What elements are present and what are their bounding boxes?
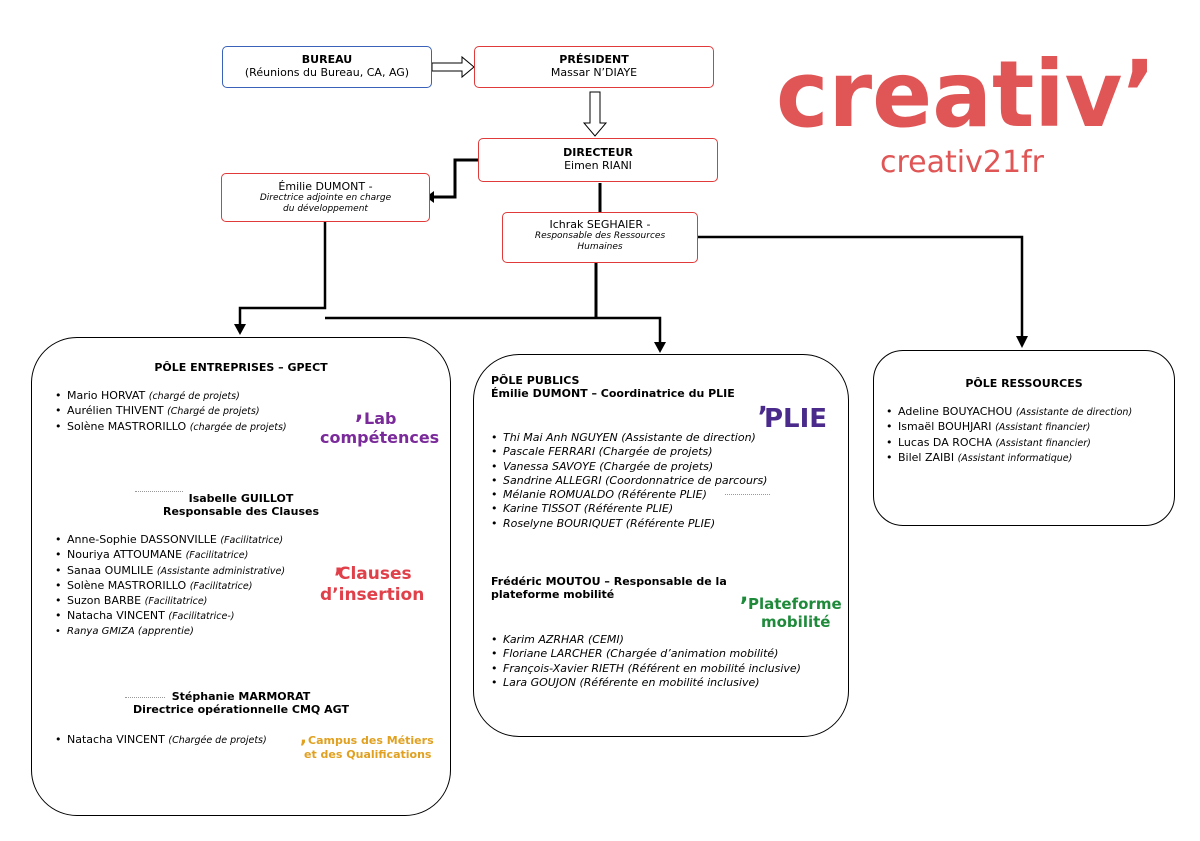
list-item: Mélanie ROMUALDO (Référente PLIE) — [491, 488, 767, 503]
pole-publics-coordinatrice: Émilie DUMONT – Coordinatrice du PLIE — [491, 387, 735, 400]
bureau-title: BUREAU — [301, 53, 353, 66]
plateforme-logo-line1: Plateforme — [748, 595, 842, 613]
pole-ressources-title: PÔLE RESSOURCES — [965, 377, 1083, 390]
list-item: Pascale FERRARI (Chargée de projets) — [491, 445, 767, 460]
guillot-role: Responsable des Clauses — [162, 505, 319, 518]
list-item: Sandrine ALLEGRI (Coordonnatrice de parc… — [491, 474, 767, 489]
list-item: Lucas DA ROCHA (Assistant financier) — [886, 436, 1132, 451]
directeur-name: Eimen RIANI — [564, 159, 632, 172]
divider — [135, 491, 183, 492]
guillot-name: Isabelle GUILLOT — [188, 492, 294, 505]
list-item: Sanaa OUMLILE (Assistante administrative… — [55, 564, 285, 579]
marmorat-role: Directrice opérationnelle CMQ AGT — [133, 703, 349, 716]
directeur-box: DIRECTEUR Eimen RIANI — [478, 138, 718, 182]
list-item: Natacha VINCENT (Facilitatrice-) — [55, 609, 285, 624]
list-item: Thi Mai Anh NGUYEN (Assistante de direct… — [491, 431, 767, 446]
list-item: Adeline BOUYACHOU (Assistante de directi… — [886, 405, 1132, 420]
directeur-title: DIRECTEUR — [563, 146, 633, 159]
brand-site: creativ21fr — [880, 145, 1044, 180]
list-item: Ranya GMIZA (apprentie) — [55, 625, 285, 640]
line-rh-ressources — [698, 235, 1024, 338]
list-item: Ismaël BOUHJARI (Assistant financier) — [886, 420, 1132, 435]
list-item: Solène MASTRORILLO (chargée de projets) — [55, 420, 287, 435]
arrow-president-directeur — [582, 91, 608, 137]
line-directeur-adjointe — [432, 158, 478, 199]
publics-list-2: Karim AZRHAR (CEMI) Floriane LARCHER (Ch… — [491, 633, 801, 690]
list-item: Anne-Sophie DASSONVILLE (Facilitatrice) — [55, 533, 285, 548]
adjointe-name: Émilie DUMONT - — [278, 180, 373, 193]
bureau-box: BUREAU (Réunions du Bureau, CA, AG) — [222, 46, 432, 88]
president-box: PRÉSIDENT Massar N’DIAYE — [474, 46, 714, 88]
list-item: Karim AZRHAR (CEMI) — [491, 633, 801, 648]
list-item: Solène MASTRORILLO (Facilitatrice) — [55, 579, 285, 594]
lab-competences-logo: , Lab compétences — [320, 400, 445, 452]
line-to-publics — [325, 316, 662, 344]
lab-logo-line1: Lab — [364, 409, 397, 428]
list-item: François-Xavier RIETH (Référent en mobil… — [491, 662, 801, 677]
plateforme-mobilite-logo: , Plateforme mobilité — [740, 584, 842, 634]
campus-logo-line2: et des Qualifications — [304, 748, 432, 761]
rh-role-2: Humaines — [577, 242, 623, 252]
list-item: Suzon BARBE (Facilitatrice) — [55, 594, 285, 609]
adjointe-role-1: Directrice adjointe en charge — [259, 193, 392, 203]
list-item: Aurélien THIVENT (Chargé de projets) — [55, 404, 287, 419]
arrow-bureau-president — [431, 55, 475, 79]
adjointe-role-2: du développement — [283, 204, 368, 214]
plie-comma-icon: , — [758, 388, 768, 418]
president-name: Massar N’DIAYE — [550, 66, 638, 79]
plateforme-comma-icon: , — [740, 582, 749, 607]
campus-logo: , Campus des Métiers et des Qualificatio… — [300, 729, 440, 767]
rh-role-1: Responsable des Ressources — [534, 231, 666, 241]
plie-logo-text: PLIE — [764, 404, 828, 434]
rh-name: Ichrak SEGHAIER - — [549, 218, 651, 231]
list-item: Vanessa SAVOYE (Chargée de projets) — [491, 460, 767, 475]
clauses-insertion-logo: , Clauses d’insertion — [318, 552, 438, 608]
rh-box: Ichrak SEGHAIER - Responsable des Ressou… — [502, 212, 698, 263]
president-title: PRÉSIDENT — [559, 53, 629, 66]
list-item: Mario HORVAT (chargé de projets) — [55, 389, 287, 404]
list-item: Bilel ZAIBI (Assistant informatique) — [886, 451, 1132, 466]
divider — [125, 697, 165, 698]
adjointe-box: Émilie DUMONT - Directrice adjointe en c… — [221, 173, 430, 222]
list-item: Nouriya ATTOUMANE (Facilitatrice) — [55, 548, 285, 563]
plie-logo: , PLIE — [758, 390, 828, 434]
bureau-subtitle: (Réunions du Bureau, CA, AG) — [244, 66, 410, 79]
brand-logo: creativ’ — [776, 41, 1176, 148]
pole-entreprises-title: PÔLE ENTREPRISES – GPECT — [154, 361, 328, 374]
entreprises-list-1: Mario HORVAT (chargé de projets) Aurélie… — [55, 389, 287, 435]
list-item: Roselyne BOURIQUET (Référente PLIE) — [491, 517, 767, 532]
entreprises-list-3: Natacha VINCENT (Chargée de projets) — [55, 733, 267, 748]
pole-publics-title: PÔLE PUBLICS — [491, 374, 580, 387]
list-item: Floriane LARCHER (Chargée d’animation mo… — [491, 647, 801, 662]
campus-logo-line1: Campus des Métiers — [308, 734, 434, 747]
moutou-name: Frédéric MOUTOU – Responsable de la — [491, 575, 727, 588]
list-item: Lara GOUJON (Référente en mobilité inclu… — [491, 676, 801, 691]
ressources-list: Adeline BOUYACHOU (Assistante de directi… — [886, 405, 1132, 466]
marmorat-name: Stéphanie MARMORAT — [171, 690, 311, 703]
lab-logo-line2: compétences — [320, 428, 440, 447]
plateforme-logo-line2: mobilité — [761, 613, 831, 631]
publics-list-1: Thi Mai Anh NGUYEN (Assistante de direct… — [491, 431, 767, 531]
clauses-logo-line1: Clauses — [338, 564, 412, 584]
brand-logo-text: creativ’ — [776, 48, 1156, 138]
clauses-logo-line2: d’insertion — [320, 585, 425, 605]
lab-comma-icon: , — [355, 400, 364, 425]
entreprises-list-2: Anne-Sophie DASSONVILLE (Facilitatrice) … — [55, 533, 285, 639]
campus-comma-icon: , — [300, 727, 307, 748]
brand-logo-svg: creativ’ — [776, 41, 1156, 148]
line-adjointe-entreprises — [238, 222, 327, 326]
clauses-comma-icon: , — [334, 550, 344, 578]
list-item: Karine TISSOT (Référente PLIE) — [491, 502, 767, 517]
moutou-role: plateforme mobilité — [491, 588, 615, 601]
list-item: Natacha VINCENT (Chargée de projets) — [55, 733, 267, 748]
divider — [725, 494, 770, 495]
